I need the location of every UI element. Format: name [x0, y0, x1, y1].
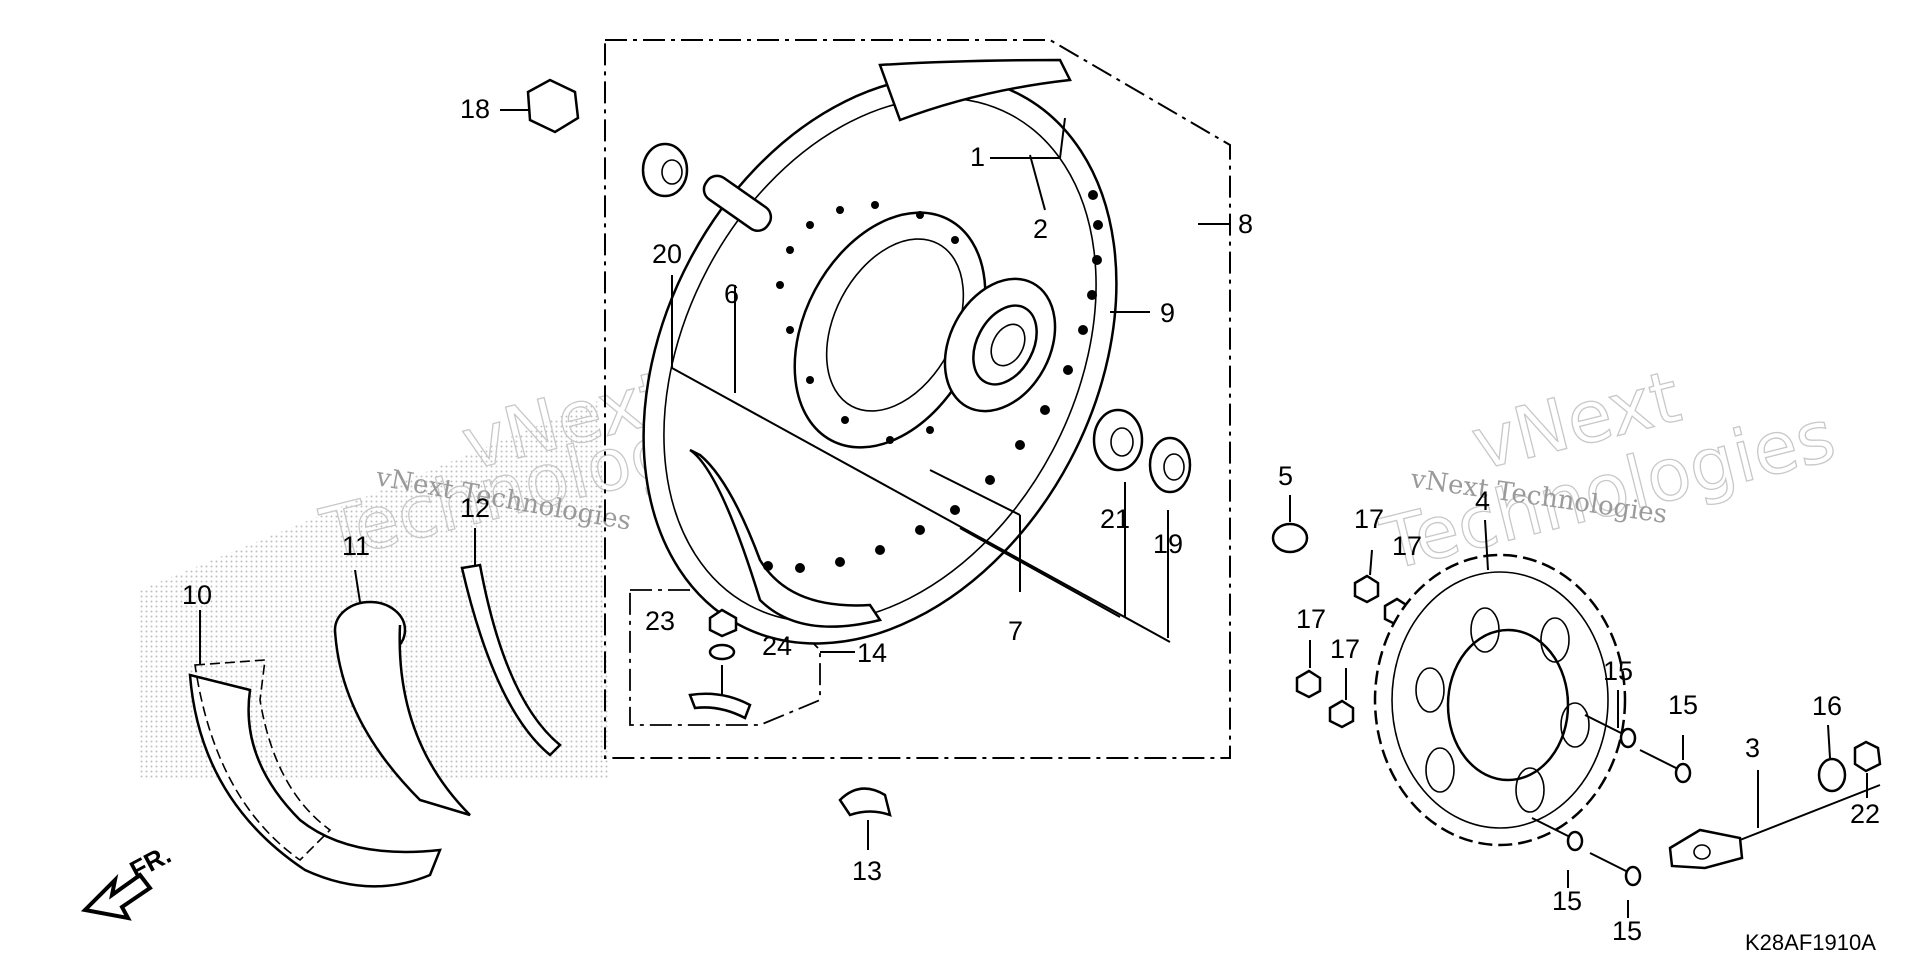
callout-24: 24 — [762, 631, 792, 661]
callout-1: 1 — [970, 142, 985, 172]
callout-22: 22 — [1850, 799, 1880, 829]
spacer-5 — [1271, 522, 1309, 554]
wheel-hub — [793, 211, 1057, 449]
callout-15a: 15 — [1603, 656, 1633, 686]
chain-adjuster-3 — [1668, 784, 1881, 870]
washer-16 — [1817, 757, 1847, 793]
nut-22 — [1853, 740, 1882, 773]
callout-6: 6 — [724, 279, 739, 309]
rim-lock-14 — [688, 665, 752, 720]
callout-14: 14 — [857, 638, 887, 668]
callout-5: 5 — [1278, 461, 1293, 491]
callout-4: 4 — [1475, 486, 1490, 516]
callout-16: 16 — [1812, 691, 1842, 721]
callout-17b: 17 — [1392, 531, 1422, 561]
seal-19 — [1148, 436, 1192, 494]
callout-15d: 15 — [1612, 916, 1642, 946]
callout-15b: 15 — [1668, 690, 1698, 720]
washer-24 — [708, 643, 736, 661]
callout-7: 7 — [1008, 616, 1023, 646]
bearing-20 — [641, 142, 689, 198]
callout-17d: 17 — [1330, 634, 1360, 664]
rim-spoke-holes — [763, 190, 1103, 573]
callout-12: 12 — [460, 493, 490, 523]
wheel-assembly-box — [604, 39, 1231, 759]
callout-9: 9 — [1160, 298, 1175, 328]
callout-17c: 17 — [1296, 604, 1326, 634]
callout-20: 20 — [652, 239, 682, 269]
rim-band-12 — [460, 563, 562, 757]
tire-shading — [140, 400, 610, 780]
callout-8: 8 — [1238, 209, 1253, 239]
callout-19: 19 — [1153, 529, 1183, 559]
clip-13 — [838, 787, 892, 817]
callout-13: 13 — [852, 856, 882, 886]
tire-10 — [188, 659, 442, 888]
nut-18 — [526, 78, 580, 134]
collar-6 — [702, 174, 773, 232]
diagram-code: K28AF1910A — [1745, 930, 1876, 955]
tube-11 — [333, 600, 471, 817]
bearing-21 — [1092, 408, 1144, 472]
sprocket-4 — [1373, 553, 1627, 847]
callout-18: 18 — [460, 94, 490, 124]
callout-10: 10 — [182, 580, 212, 610]
watermark-right: Technologies vNext vNext Technologies — [1372, 353, 1843, 587]
leader-lines — [199, 109, 1868, 918]
callout-17a: 17 — [1354, 504, 1384, 534]
callout-15c: 15 — [1552, 886, 1582, 916]
callout-23: 23 — [645, 606, 675, 636]
bolts-15 — [1531, 714, 1692, 887]
callout-3: 3 — [1745, 733, 1760, 763]
callout-21: 21 — [1100, 504, 1130, 534]
callout-2: 2 — [1033, 214, 1048, 244]
nut-23 — [708, 608, 738, 638]
callout-11: 11 — [342, 531, 370, 561]
front-direction-arrow: FR. — [80, 839, 176, 921]
callout-labels: 1 2 3 4 5 6 7 8 9 10 11 12 13 14 15 15 1… — [182, 94, 1880, 946]
